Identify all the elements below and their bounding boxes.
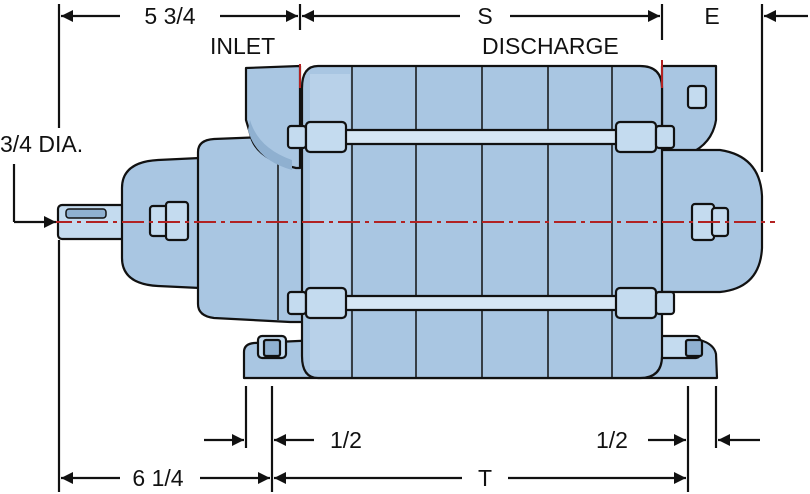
- tie-nut-bottom-left-2: [304, 286, 348, 320]
- tie-nut-bottom-right-2: [654, 290, 676, 316]
- inlet-label: INLET: [210, 33, 275, 59]
- dim-6-1-4-label: 6 1/4: [132, 465, 183, 491]
- tie-nut-bottom-left: [286, 290, 308, 316]
- tie-rod-bottom: [298, 294, 666, 312]
- dim-half-right-label: 1/2: [596, 427, 628, 453]
- pump-body: [50, 60, 775, 380]
- dim-half-left-label: 1/2: [330, 427, 362, 453]
- dim-s-label: S: [477, 3, 492, 29]
- dim-5-3-4-label: 5 3/4: [144, 3, 195, 29]
- tie-rod-top: [298, 128, 666, 146]
- tie-nut-top-right: [614, 120, 658, 154]
- base-bolt-left: [262, 338, 282, 358]
- dimensions: 5 3/4 S E INLET DISCHARGE 3/4 DIA. 1/2 1…: [0, 3, 808, 492]
- shaft-dia-label: 3/4 DIA.: [0, 131, 83, 157]
- discharge-label: DISCHARGE: [482, 33, 619, 59]
- shaft-key: [65, 208, 107, 219]
- tie-nut-bottom-right: [614, 286, 658, 320]
- tie-nut-top-left: [286, 124, 308, 150]
- inlet-flange-shade: [248, 120, 292, 170]
- dim-t-label: T: [478, 465, 492, 491]
- tie-nut-top-right-2: [654, 124, 676, 150]
- dim-e-label: E: [704, 3, 719, 29]
- tie-nut-top-left-2: [304, 120, 348, 154]
- discharge-bolt: [686, 84, 708, 110]
- base-bolt-right: [684, 338, 704, 358]
